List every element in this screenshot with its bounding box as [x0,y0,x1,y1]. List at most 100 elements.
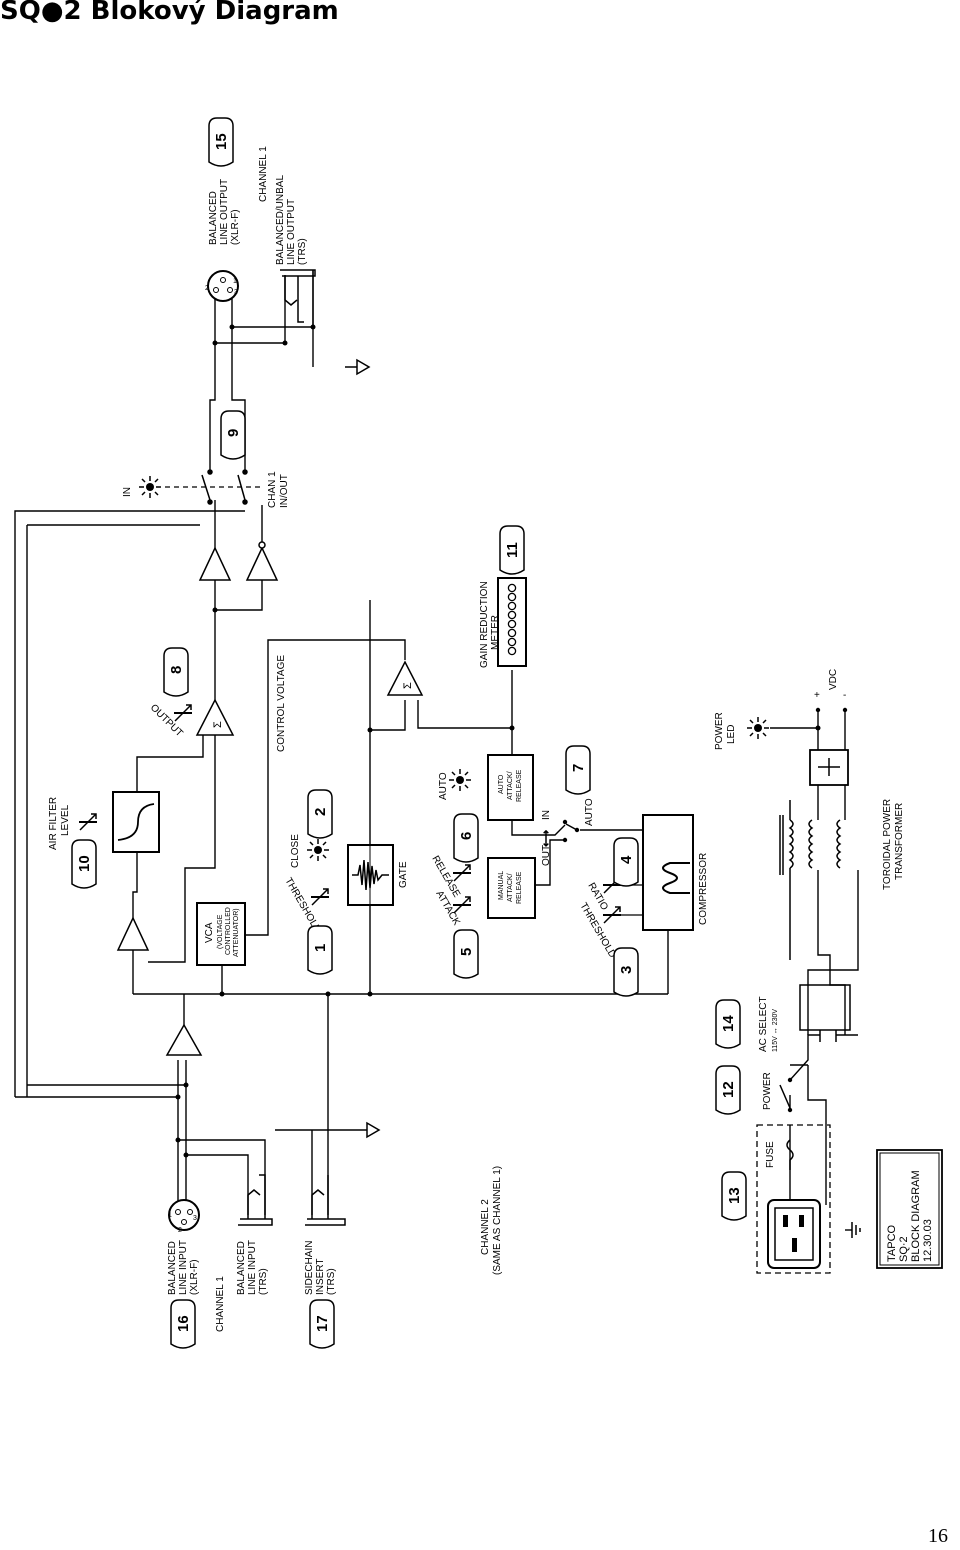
junction-dots [175,324,821,1158]
svg-text:LINE OUTPUT: LINE OUTPUT [286,199,297,265]
svg-text:13: 13 [726,1187,743,1204]
svg-text:17: 17 [314,1315,331,1332]
trs-input-jack [238,1174,273,1226]
svg-text:(TRS): (TRS) [297,238,308,265]
in-out-switch [201,469,248,505]
air-filter-block [112,791,160,853]
fuse-icon [786,1139,794,1170]
svg-text:3: 3 [234,289,238,296]
callout-3: 3 [613,947,639,997]
callout-7: 7 [565,745,591,795]
page-number: 16 [928,1525,948,1547]
auto-led-icon [448,768,472,792]
balanced-unbal-output-label: BALANCED/UNBAL LINE OUTPUT (TRS) [275,175,308,265]
svg-text:LINE OUTPUT: LINE OUTPUT [219,179,230,245]
output-buffer-amp [198,546,232,581]
callout-4: 4 [613,837,639,887]
close-led-icon [306,838,330,862]
svg-text:3: 3 [618,966,635,974]
svg-text:(XLR-F): (XLR-F) [189,1259,200,1295]
toroidal-transformer [779,800,842,960]
svg-text:SQ·2: SQ·2 [898,1236,910,1262]
power-led-label: POWER LED [714,712,737,750]
svg-text:10: 10 [76,855,93,872]
callout-10: 10 [71,839,97,889]
auto-attack-release-block [487,754,534,821]
output-label: OUTPUT [148,702,185,739]
svg-text:8: 8 [168,666,185,674]
power-label: POWER [762,1072,773,1110]
svg-text:ATTENUATOR): ATTENUATOR) [233,908,240,957]
callout-1: 1 [307,925,333,975]
callout-12: 12 [715,1065,741,1115]
svg-text:+: + [814,690,820,701]
auto-led-label: AUTO [438,772,449,800]
out-label: OUT [541,845,552,866]
svg-text:3: 3 [193,1215,197,1222]
xlr-output-connector: 213 [205,270,239,302]
xlr-input-connector: 1 3 2 [168,1199,200,1234]
auto-switch-label: AUTO [584,798,595,826]
svg-text:(SAME AS CHANNEL 1): (SAME AS CHANNEL 1) [492,1166,503,1275]
svg-text:BALANCED: BALANCED [236,1241,247,1295]
callout-5: 5 [453,929,479,979]
callout-6: 6 [453,813,479,863]
svg-text:LEVEL: LEVEL [60,804,71,836]
svg-text:1: 1 [168,1212,172,1219]
channel-2-label: CHANNEL 2 (SAME AS CHANNEL 1) [480,1166,503,1275]
svg-text:SIDECHAIN: SIDECHAIN [304,1241,315,1295]
svg-text:METER: METER [490,615,501,650]
svg-text:2: 2 [178,1227,182,1234]
auto-manual-switch [562,819,580,843]
svg-text:7: 7 [570,764,587,772]
svg-text:RELEASE: RELEASE [516,769,523,802]
title-block [876,1149,943,1269]
channel-1-output-label: CHANNEL 1 [258,146,269,202]
control-voltage-label: CONTROL VOLTAGE [276,655,287,752]
power-switch [779,1077,793,1113]
svg-text:IN/OUT: IN/OUT [279,474,290,508]
svg-text:BALANCED: BALANCED [208,191,219,245]
control-sum-amp [386,660,424,696]
output-ground-icon [344,359,370,375]
close-label: CLOSE [290,834,301,868]
svg-text:1: 1 [312,944,329,952]
vca-block [196,902,246,966]
callout-9: 9 [220,410,246,460]
svg-text:CHAN 1: CHAN 1 [267,471,278,508]
power-led-icon [746,716,770,740]
channel-1-input-label: CHANNEL 1 [215,1276,226,1332]
output-pot-icon [173,704,193,722]
svg-text:LINE INPUT: LINE INPUT [178,1240,189,1295]
svg-text:AIR FILTER: AIR FILTER [48,797,59,850]
svg-text:ATTACK/: ATTACK/ [507,873,514,902]
vdc-label: VDC [828,669,839,690]
svg-text:BALANCED/UNBAL: BALANCED/UNBAL [275,175,286,265]
svg-text:POWER: POWER [714,712,725,750]
page-title: SQ●2 Blokový Diagram [0,0,339,26]
svg-text:AUTO: AUTO [498,774,505,794]
svg-text:Σ: Σ [212,721,224,728]
iec-inlet [767,1199,821,1269]
balanced-line-output-label: BALANCED LINE OUTPUT (XLR-F) [208,179,241,245]
svg-text:CHANNEL 2: CHANNEL 2 [480,1199,491,1255]
svg-text:15: 15 [213,133,230,150]
ac-select-label: AC SELECT 115V ↔ 230V [758,996,779,1052]
trs-output-jack [280,269,316,323]
ac-select-switch [790,984,851,1066]
callout-13: 13 [721,1171,747,1221]
chan1-inout-label: CHAN 1 IN/OUT [267,471,290,508]
in-led-icon [138,475,162,499]
svg-text:5: 5 [458,948,475,956]
svg-text:(XLR-F): (XLR-F) [230,209,241,245]
callout-11: 11 [499,525,525,575]
callout-15: 15 [208,117,234,167]
gate-threshold-pot-icon [310,888,330,906]
svg-text:LED: LED [726,725,737,744]
svg-text:BLOCK DIAGRAM: BLOCK DIAGRAM [910,1170,922,1262]
svg-text:CONTROLLED: CONTROLLED [225,907,232,955]
gain-reduction-label: GAIN REDUCTION METER [479,581,501,668]
release-pot-icon [452,864,472,882]
air-filter-label: AIR FILTER LEVEL [48,797,71,850]
